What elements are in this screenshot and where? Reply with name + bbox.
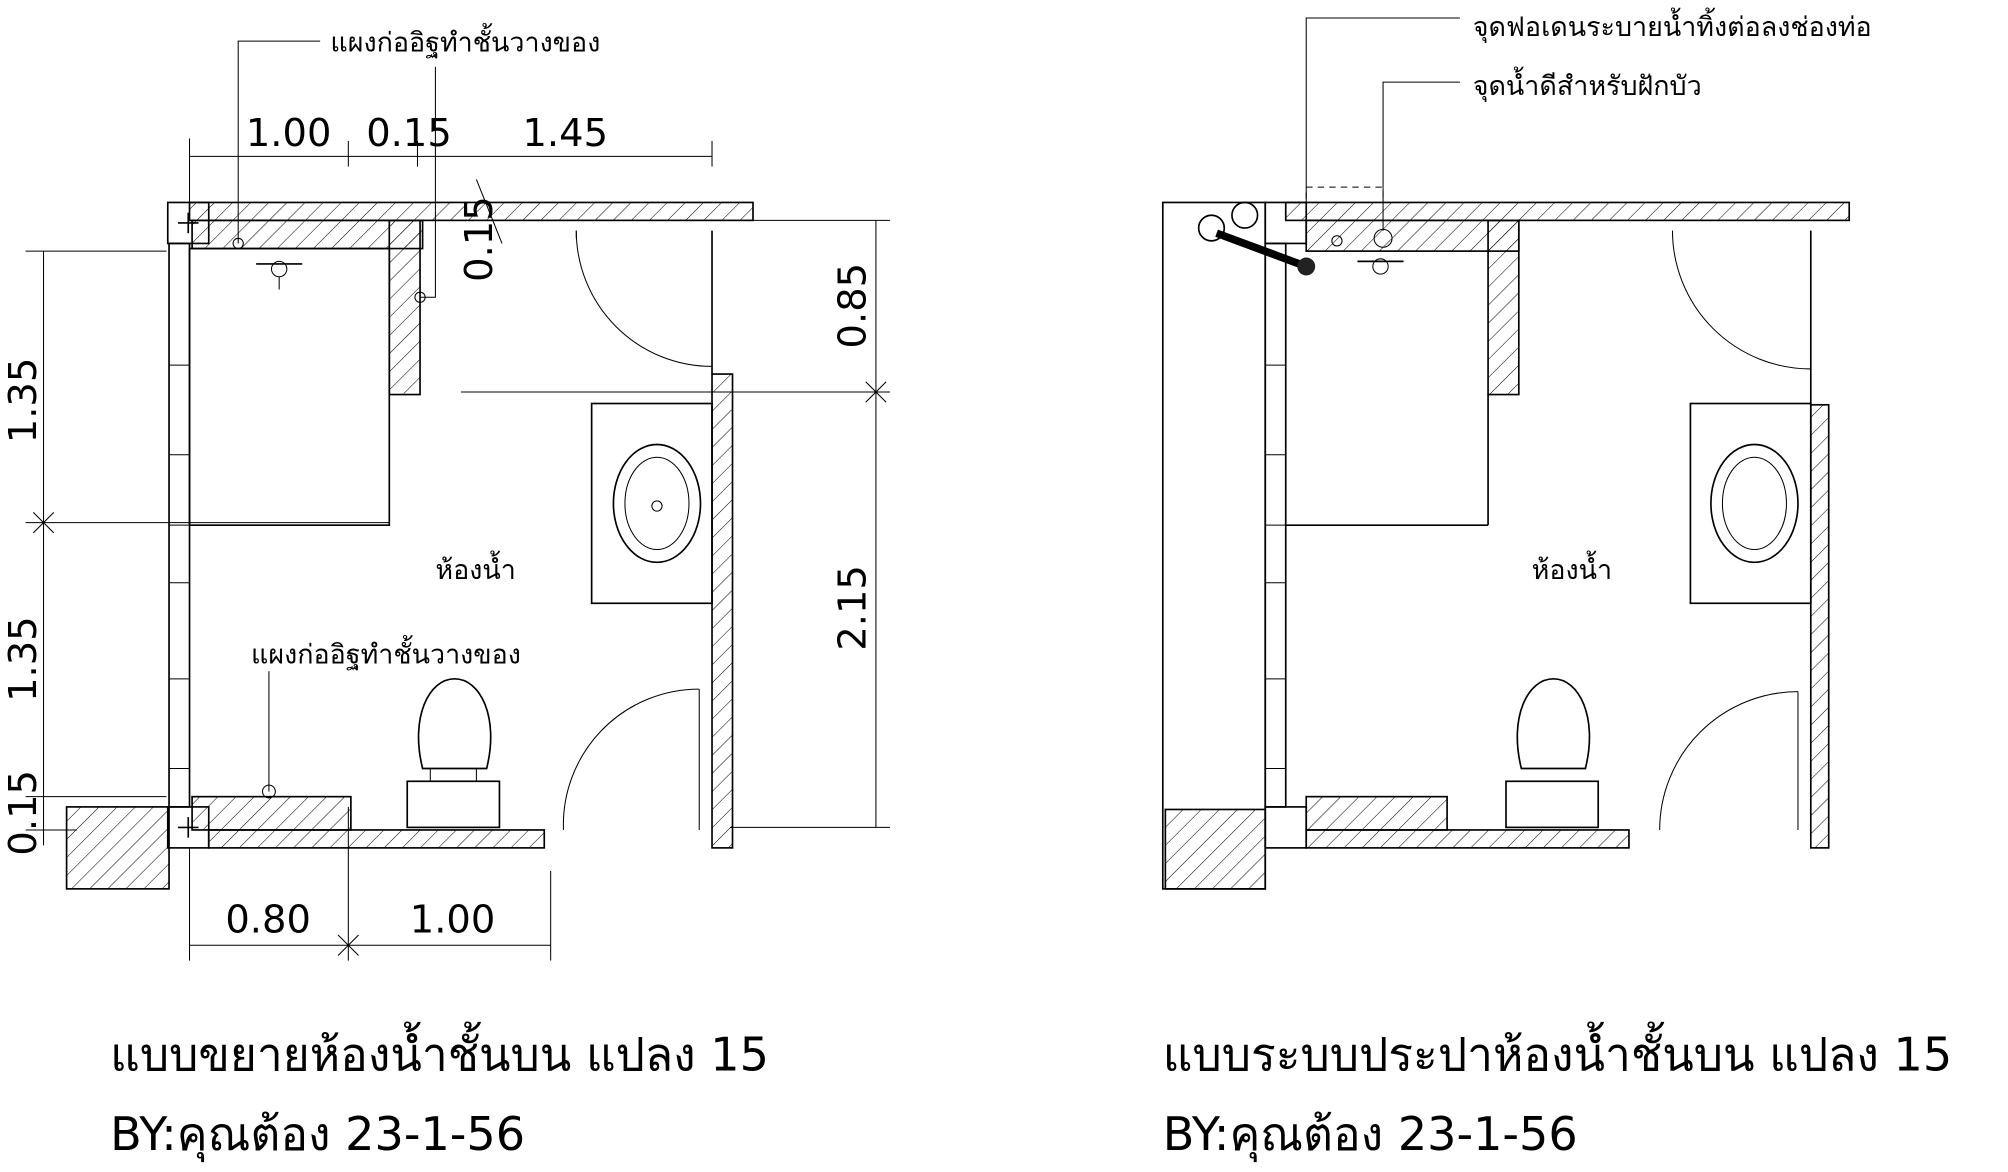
drain-pipe <box>1197 201 1343 276</box>
right-byline: BY:คุณต้อง 23-1-56 <box>1163 1107 1578 1163</box>
dim-left-1: 1.35 <box>1 358 46 444</box>
toilet <box>406 678 501 829</box>
shelf-wall-bottom <box>1305 795 1448 831</box>
door-swing <box>575 230 713 367</box>
top-wall <box>1284 201 1851 222</box>
dim-right-1: 0.85 <box>831 263 876 349</box>
right-floor-plan: จุดฟอเดนระบายน้ำทิ้งต่อลงช่องท่อ จุดน้ำด… <box>1161 7 1952 1163</box>
vanity-counter <box>590 402 713 605</box>
dim-bottom-1: 0.80 <box>225 897 311 942</box>
dim-wall: 0.15 <box>457 196 502 282</box>
drain-point-label: จุดฟอเดนระบายน้ำทิ้งต่อลงช่องท่อ <box>1473 7 1872 43</box>
right-wall <box>1809 403 1830 849</box>
bottom-wall <box>1305 829 1630 849</box>
outer-outline <box>1161 201 1267 890</box>
left-title: แบบขยายห้องน้ำชั้นบน แปลง 15 <box>110 1022 769 1082</box>
dim-right-2: 2.15 <box>831 565 876 651</box>
dim-top-3: 1.45 <box>522 111 608 156</box>
shelf-wall-vertical <box>1487 219 1520 396</box>
column <box>1264 806 1308 849</box>
shelf-wall-top <box>191 219 424 250</box>
shower-point-label: จุดน้ำดีสำหรับฝักบัว <box>1473 66 1702 102</box>
dim-top-2: 0.15 <box>366 111 452 156</box>
door-swing <box>562 688 700 830</box>
room-label: ห้องน้ำ <box>435 550 515 586</box>
shelf-wall-vertical <box>388 219 421 396</box>
right-wall <box>711 373 734 849</box>
vanity-counter <box>1689 402 1812 605</box>
shower-head-icon <box>256 260 303 290</box>
toilet <box>1505 678 1600 829</box>
bottom-wall <box>207 829 546 849</box>
shelf-label-bottom: แผงก่ออิฐทำชั้นวางของ <box>251 634 521 670</box>
dim-top-1: 1.00 <box>246 111 332 156</box>
dim-left-3: 0.15 <box>1 770 46 856</box>
left-byline: BY:คุณต้อง 23-1-56 <box>110 1107 525 1163</box>
shower-area <box>188 247 391 527</box>
shelf-wall-bottom <box>191 795 352 831</box>
left-floor-plan: แผงก่ออิฐทำชั้นวางของ แผงก่ออิฐทำชั้นวาง… <box>1 22 891 1163</box>
right-title: แบบระบบประปาห้องน้ำชั้นบน แปลง 15 <box>1163 1022 1952 1082</box>
dim-bottom-2: 1.00 <box>410 897 496 942</box>
sink <box>612 443 702 564</box>
dim-left-2: 1.35 <box>1 616 46 702</box>
shelf-label-top: แผงก่ออิฐทำชั้นวางของ <box>330 22 600 58</box>
room-label: ห้องน้ำ <box>1532 550 1612 586</box>
dimension-lines <box>25 138 891 961</box>
bottom-left-wall <box>65 806 170 890</box>
sink <box>1710 443 1799 564</box>
